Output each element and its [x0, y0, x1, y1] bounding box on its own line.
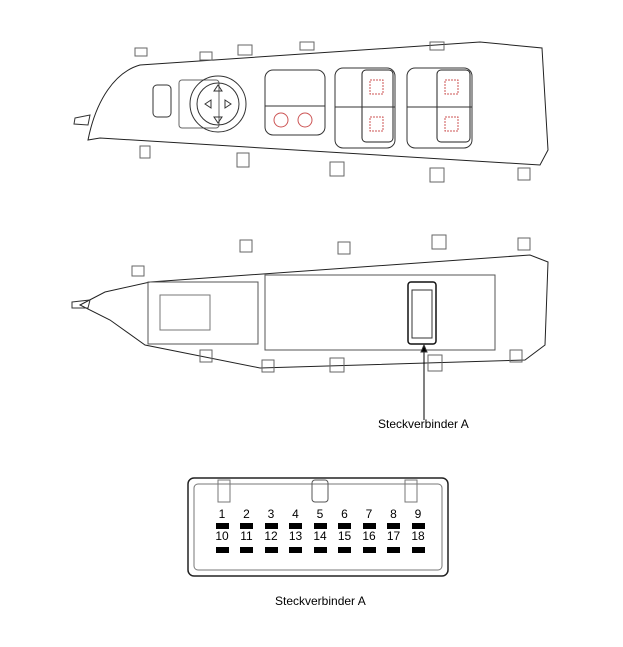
pin-number: 12: [264, 529, 278, 543]
connector-callout-label: Steckverbinder A: [378, 417, 469, 431]
pin-number: 16: [362, 529, 376, 543]
pin-number: 4: [292, 507, 299, 521]
pin-terminal: [264, 547, 278, 553]
power-window-switch-bottom-view: [71, 234, 549, 420]
pin-number: 14: [313, 529, 327, 543]
connector-caption: Steckverbinder A: [275, 594, 366, 608]
pin-number: 6: [341, 507, 348, 521]
pin-number: 1: [218, 507, 226, 521]
pin-number: 3: [267, 507, 275, 521]
pin-number: 5: [316, 507, 324, 521]
pin-number: 2: [243, 507, 250, 521]
pin-number: 18: [411, 529, 425, 543]
pin-terminal: [411, 547, 425, 553]
pin-number: 17: [386, 529, 401, 543]
pin-terminal: [215, 523, 229, 529]
pin-terminal: [387, 523, 400, 529]
pin-terminal: [289, 547, 302, 553]
pin-terminal: [313, 547, 327, 553]
pin-terminal: [362, 523, 376, 529]
pin-number: 7: [365, 507, 373, 521]
pin-terminal: [240, 523, 253, 529]
pin-terminal: [313, 523, 327, 529]
pin-number: 8: [390, 507, 397, 521]
pin-terminal: [338, 547, 351, 553]
pin-number: 15: [337, 529, 352, 543]
pin-number: 11: [240, 529, 253, 543]
pin-number: 13: [288, 529, 303, 543]
pin-terminal: [411, 523, 425, 529]
pin-number: 10: [215, 529, 229, 543]
pin-terminal: [338, 523, 351, 529]
pin-terminal: [240, 547, 253, 553]
connector-face: [187, 477, 449, 577]
pin-terminal: [289, 523, 302, 529]
pin-terminal: [362, 547, 376, 553]
pin-terminal: [387, 547, 400, 553]
pin-terminal: [264, 523, 278, 529]
power-window-switch-top-view: [73, 41, 549, 183]
pin-number: 9: [414, 507, 422, 521]
pin-terminal: [215, 547, 229, 553]
